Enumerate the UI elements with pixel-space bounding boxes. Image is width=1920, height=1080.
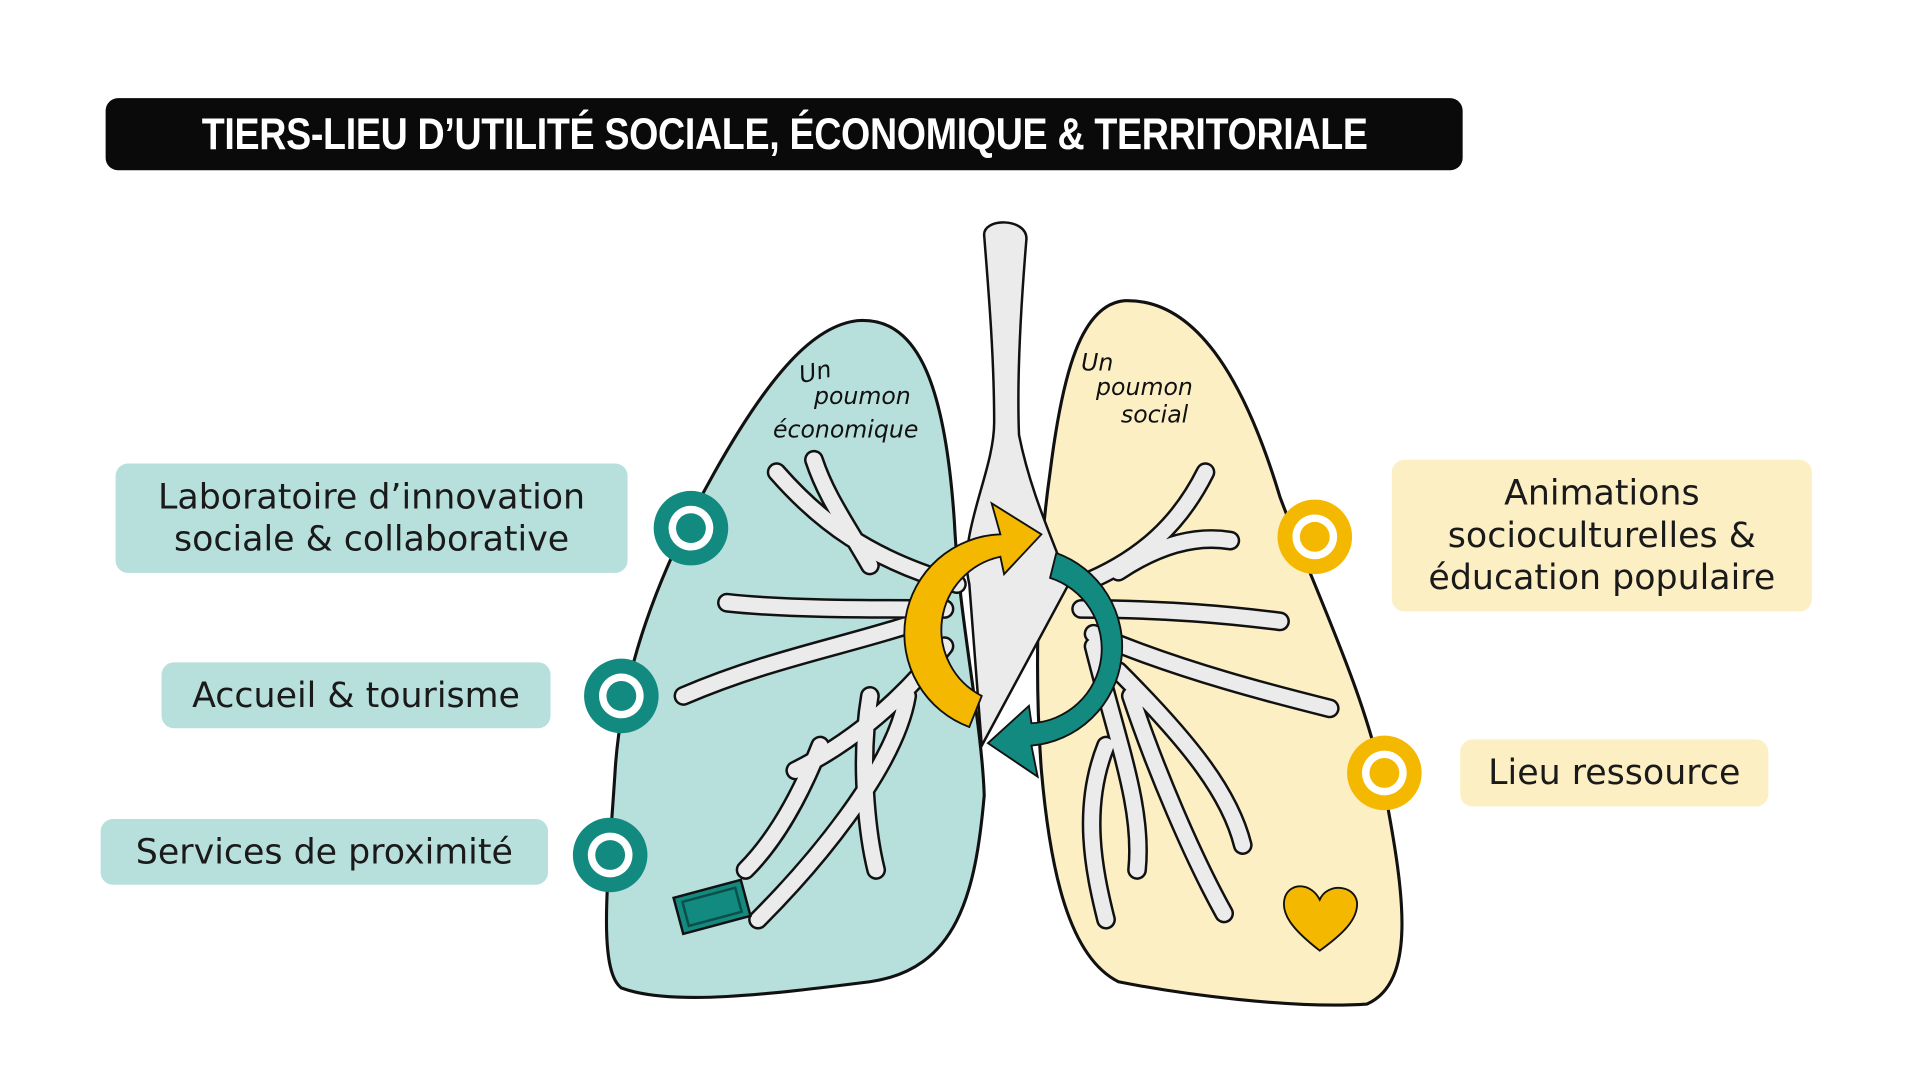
label-lieu-ressource: Lieu ressource [1460, 739, 1769, 807]
target-icon [572, 817, 648, 893]
left-lung-caption-3: économique [773, 415, 918, 443]
bronchi [673, 449, 1340, 930]
target-icon [1277, 499, 1353, 575]
trachea [965, 221, 1071, 750]
title-text: TIERS-LIEU D’UTILITÉ SOCIALE, ÉCONOMIQUE… [201, 108, 1368, 160]
label-line: Accueil & tourisme [192, 674, 520, 716]
label-line: Animations [1504, 472, 1700, 514]
label-accueil-tourisme: Accueil & tourisme [161, 662, 551, 729]
label-line: socioculturelles & [1447, 514, 1756, 556]
banknote-icon [672, 878, 752, 936]
label-line: Services de proximité [135, 830, 513, 872]
label-services-proximite: Services de proximité [100, 818, 549, 885]
right-lung-caption-2: poumon [1095, 373, 1193, 401]
yellow-markers [1277, 499, 1422, 811]
teal-markers [572, 490, 729, 893]
label-animations-socioculturelles: Animations socioculturelles & éducation … [1391, 459, 1812, 612]
cycle-arrows-icon [903, 501, 1124, 779]
left-lung-caption-2: poumon [813, 382, 911, 410]
page-title: TIERS-LIEU D’UTILITÉ SOCIALE, ÉCONOMIQUE… [105, 98, 1463, 171]
right-lung-caption-1: Un [1081, 348, 1113, 376]
label-line: sociale & collaborative [173, 518, 570, 560]
heart-icon [1283, 885, 1358, 952]
label-laboratoire-innovation: Laboratoire d’innovation sociale & colla… [115, 463, 628, 573]
right-lung-caption-3: social [1121, 401, 1189, 429]
target-icon [584, 658, 659, 734]
target-icon [653, 490, 729, 566]
label-line: Lieu ressource [1488, 751, 1741, 793]
label-line: éducation populaire [1428, 556, 1776, 598]
left-lung-caption-1: Un [796, 355, 833, 389]
target-icon [1347, 735, 1422, 811]
label-line: Laboratoire d’innovation [158, 475, 586, 517]
